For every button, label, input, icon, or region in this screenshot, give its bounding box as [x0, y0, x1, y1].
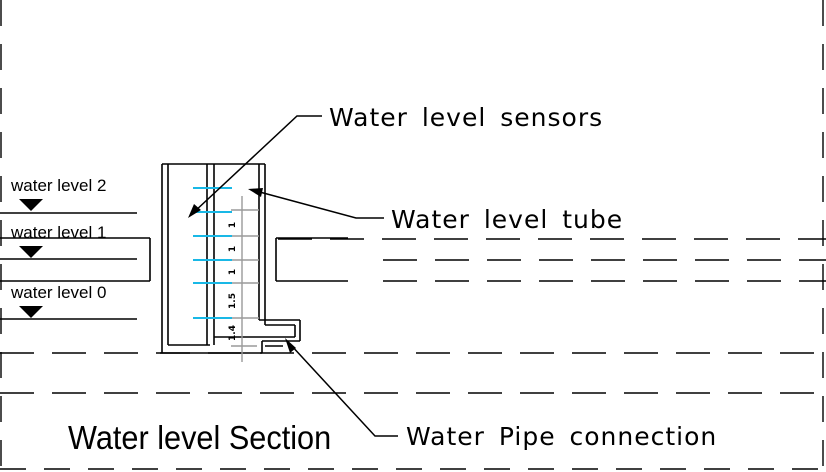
tube-leader — [255, 190, 384, 219]
sensors-callout: Water level sensors — [329, 103, 603, 132]
inlet-pipe — [0, 237, 151, 282]
sensors-leader — [192, 115, 322, 214]
arrowheads — [188, 188, 296, 353]
pipe-leader — [289, 343, 398, 437]
level-0-label: water level 0 — [10, 283, 106, 302]
scale-mark-4: 1.5 — [228, 293, 238, 309]
chamber — [160, 163, 301, 354]
scale-mark-2: 1 — [228, 246, 238, 252]
sensors-arrow-icon — [188, 204, 201, 218]
level-2-marker-icon — [19, 199, 43, 211]
scale-mark-3: 1 — [228, 269, 238, 275]
hidden-lines — [0, 238, 826, 394]
sensors — [193, 187, 232, 319]
outlet-pipe — [275, 237, 348, 282]
tube-arrow-icon — [248, 188, 263, 197]
pipe-callout: Water Pipe connection — [406, 422, 717, 451]
scale-mark-5: 1.4 — [228, 325, 238, 341]
scale-mark-1: 1 — [228, 222, 238, 228]
pipe-arrow-icon — [285, 338, 296, 353]
level-0-marker-icon — [19, 306, 43, 318]
section-title: Water level Section — [68, 419, 331, 456]
level-2-label: water level 2 — [10, 176, 106, 195]
tube-callout: Water level tube — [391, 205, 623, 234]
level-markers — [19, 199, 43, 318]
level-1-marker-icon — [19, 246, 43, 258]
level-lines — [0, 212, 137, 320]
gauge-scale — [231, 196, 259, 362]
scale-marks: 1 1 1 1.5 1.4 — [228, 222, 238, 341]
leaders — [192, 115, 398, 437]
level-1-label: water level 1 — [10, 223, 106, 242]
